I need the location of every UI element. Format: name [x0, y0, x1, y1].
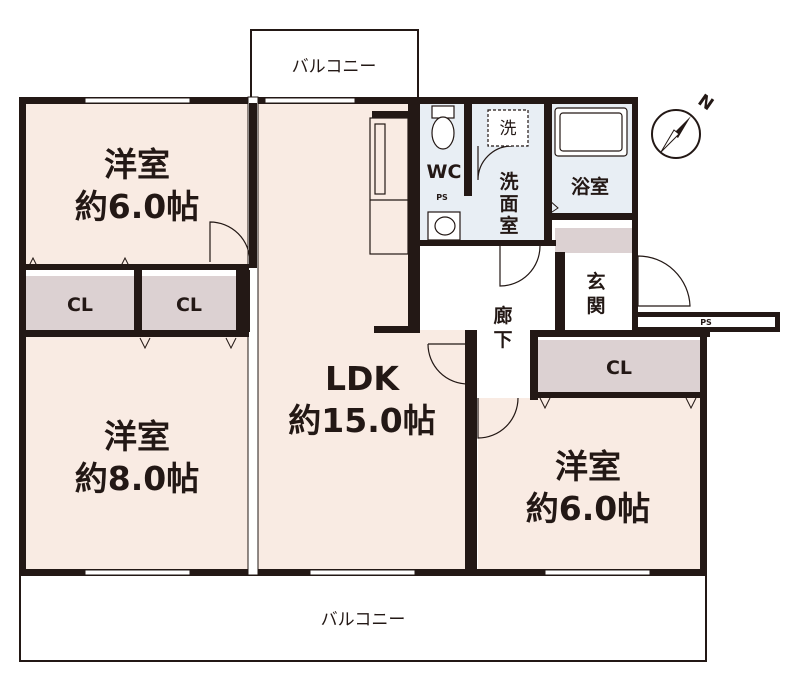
bath-label: 浴室 — [571, 175, 609, 198]
ldk-name: LDK — [325, 359, 400, 398]
corridor-label-1: 廊 — [493, 304, 512, 327]
closet-2-label: CL — [176, 294, 202, 316]
entrance-label-2: 関 — [586, 295, 605, 317]
ldk-size: 約15.0帖 — [288, 401, 435, 440]
closet-2 — [142, 276, 236, 330]
toilet-tank — [431, 105, 455, 119]
western-room-1-name: 洋室 — [104, 145, 170, 184]
closet-1 — [25, 276, 135, 330]
western-room-2-name: 洋室 — [104, 417, 170, 456]
entrance-label-1: 玄 — [586, 270, 605, 293]
western-room-3-floor — [478, 398, 702, 569]
windows — [84, 97, 651, 576]
corridor-label-2: 下 — [493, 329, 512, 351]
western-room-2-size: 約8.0帖 — [75, 459, 199, 498]
western-room-1-floor — [25, 103, 249, 268]
closet-1-label: CL — [67, 294, 93, 316]
washer-space — [487, 109, 529, 147]
washer-mark: 洗 — [500, 119, 517, 139]
room-fills — [25, 103, 702, 569]
closet-markers — [27, 199, 697, 410]
shoe-closet — [555, 228, 632, 253]
wc-label: WC — [427, 161, 462, 183]
balcony-top: バルコニー — [250, 29, 419, 99]
western-room-3-size: 約6.0帖 — [526, 489, 650, 528]
ps-label-small: PS — [436, 193, 448, 202]
western-room-3-name: 洋室 — [555, 447, 621, 486]
washroom-label-3: 室 — [499, 214, 518, 237]
closet-3 — [538, 340, 702, 392]
toilet-bowl — [431, 116, 455, 150]
sanitary-fixtures — [427, 105, 628, 241]
compass: N — [651, 91, 717, 159]
compass-needle-south — [660, 129, 680, 153]
balcony-top-label: バルコニー — [292, 57, 377, 77]
doors — [209, 145, 691, 439]
balcony-bottom: バルコニー — [19, 572, 707, 662]
western-room-1-size: 約6.0帖 — [75, 187, 199, 226]
washroom-label-2: 面 — [499, 193, 518, 215]
washroom-label-1: 洗 — [499, 170, 518, 193]
closet-3-label: CL — [606, 357, 632, 379]
balcony-bottom-label: バルコニー — [321, 610, 406, 630]
ldk-floor-lower — [258, 330, 468, 569]
ps-label-duct: PS — [700, 318, 712, 327]
ldk-floor-upper — [258, 103, 408, 333]
western-room-2-floor — [25, 336, 249, 569]
compass-north-label: N — [694, 91, 717, 116]
